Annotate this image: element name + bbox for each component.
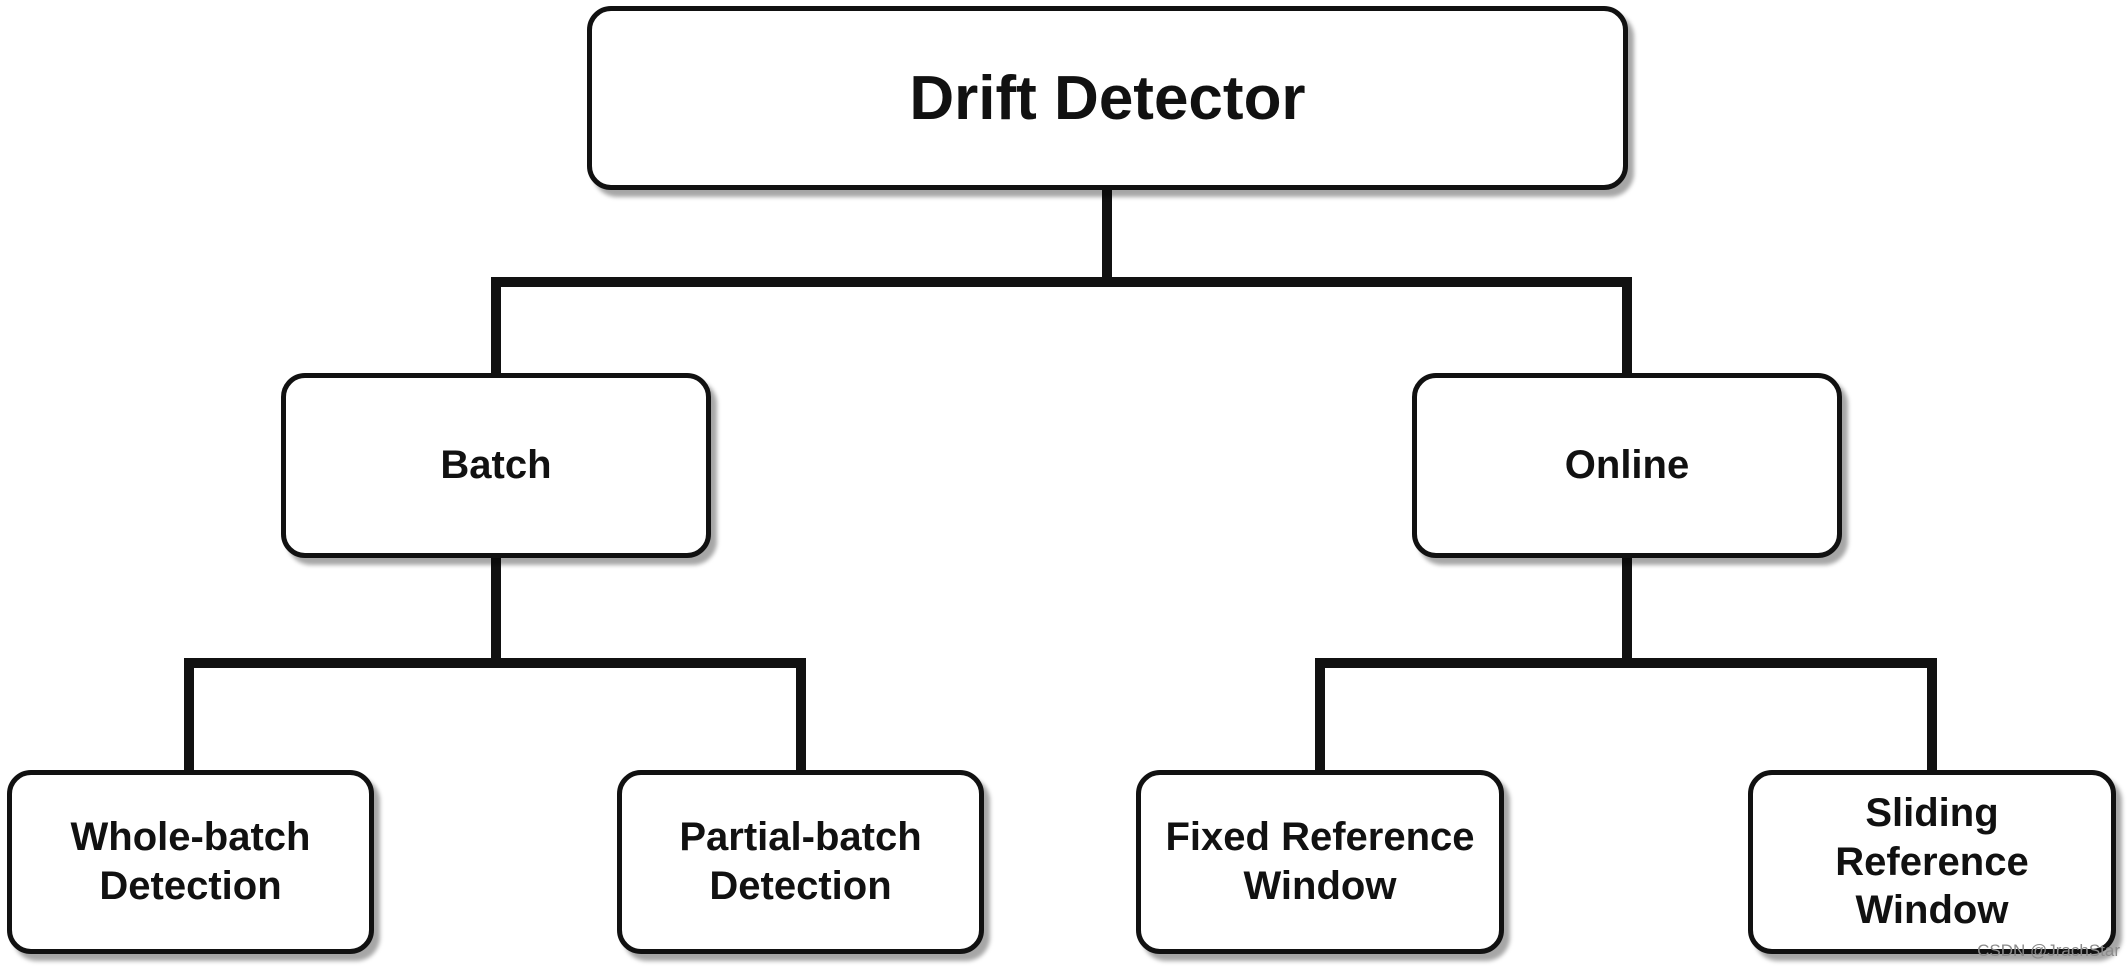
node-sliding-reference-window-label: Sliding Reference Window [1835,790,2029,933]
node-fixed-reference-window-label: Fixed Reference Window [1165,815,1475,908]
node-online: Online [1412,373,1842,558]
node-fixed-reference-window: Fixed Reference Window [1136,770,1504,954]
node-batch-label: Batch [440,443,552,487]
node-online-label: Online [1564,443,1690,487]
node-partial-batch-detection: Partial-batch Detection [617,770,984,954]
node-sliding-reference-window: Sliding Reference Window [1748,770,2116,954]
node-partial-batch-detection-label: Partial-batch Detection [679,815,922,908]
node-drift-detector: Drift Detector [587,6,1628,190]
node-whole-batch-detection: Whole-batch Detection [7,770,374,954]
node-drift-detector-label: Drift Detector [909,63,1306,133]
watermark-text: CSDN @JrachStar [1977,941,2120,960]
node-batch: Batch [281,373,711,558]
node-whole-batch-detection-label: Whole-batch Detection [70,815,311,908]
